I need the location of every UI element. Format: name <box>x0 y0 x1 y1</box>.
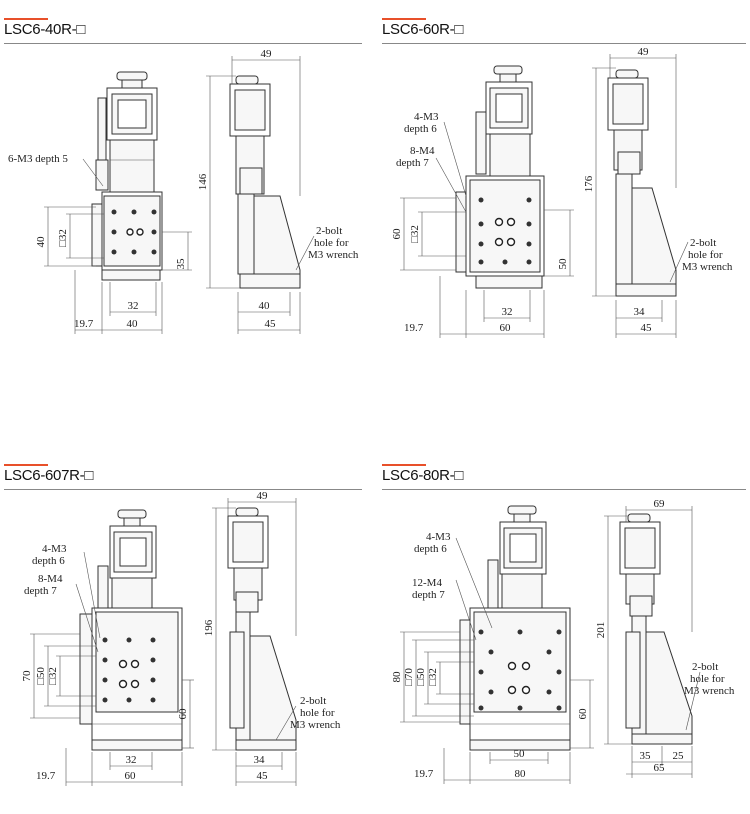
panel-title-lsc6-80r: LSC6-80R-□ <box>382 467 464 484</box>
dim-label: 65 <box>654 762 666 774</box>
dim-label: □70 <box>403 668 415 686</box>
side-view-lsc6-60r <box>592 54 689 338</box>
title-accent <box>382 464 426 466</box>
panel-title-lsc6-40r: LSC6-40R-□ <box>4 21 86 38</box>
bolt-note: hole for <box>690 673 725 685</box>
dim-label: 35 <box>175 258 187 270</box>
dim-label: 45 <box>641 322 653 334</box>
holes-note: depth 6 <box>404 123 437 135</box>
bolt-note: M3 wrench <box>290 719 341 731</box>
bolt-note: M3 wrench <box>682 261 733 273</box>
dim-label: 49 <box>261 48 273 60</box>
title-rule <box>4 43 362 44</box>
holes-note: 12-M4 <box>412 577 442 589</box>
dim-label: 40 <box>127 318 139 330</box>
dim-label: □32 <box>57 229 69 247</box>
dim-label: □50 <box>35 667 47 685</box>
dim-label: 60 <box>500 322 512 334</box>
dim-label: 32 <box>126 754 137 766</box>
dim-label: 19.7 <box>36 770 56 782</box>
bolt-note: hole for <box>314 237 349 249</box>
dim-label: 80 <box>515 768 527 780</box>
dim-label: 60 <box>177 708 189 720</box>
dim-label: □32 <box>47 667 59 685</box>
bolt-note: 2-bolt <box>690 237 716 249</box>
title-accent <box>382 18 426 20</box>
bolt-note: M3 wrench <box>684 685 735 697</box>
holes-note: 8-M4 <box>38 573 63 585</box>
dim-label: 201 <box>595 622 607 639</box>
dim-label: 50 <box>557 258 569 270</box>
holes-note: 8-M4 <box>410 145 435 157</box>
dim-label: 196 <box>203 619 215 636</box>
dim-label: 45 <box>257 770 269 782</box>
dim-label: 19.7 <box>74 318 94 330</box>
holes-note: depth 7 <box>24 585 57 597</box>
holes-note: depth 7 <box>412 589 445 601</box>
side-view-lsc6-40r <box>206 56 315 334</box>
dim-label: 32 <box>128 300 139 312</box>
side-view-lsc6-80r <box>604 506 701 778</box>
bolt-note: hole for <box>688 249 723 261</box>
dim-label: 45 <box>265 318 277 330</box>
holes-note: depth 6 <box>414 543 447 555</box>
dim-label: 25 <box>673 750 685 762</box>
front-view-lsc6-80r <box>400 505 594 784</box>
title-rule <box>382 489 746 490</box>
dim-label: 34 <box>634 306 646 318</box>
dim-label: 35 <box>640 750 652 762</box>
dim-label: 80 <box>391 671 403 683</box>
dim-label: 70 <box>21 670 33 682</box>
dim-label: 60 <box>577 708 589 720</box>
holes-note: depth 6 <box>32 555 65 567</box>
dim-label: □32 <box>409 225 421 243</box>
title-accent <box>4 464 48 466</box>
dim-label: 50 <box>514 748 526 760</box>
dim-label: 49 <box>257 490 269 502</box>
dim-label: 60 <box>125 770 137 782</box>
dim-label: 19.7 <box>404 322 424 334</box>
dim-label: 34 <box>254 754 266 766</box>
holes-note: 4-M3 <box>42 543 67 555</box>
title-rule <box>4 489 362 490</box>
front-view-lsc6-60r <box>400 65 574 338</box>
bolt-note: 2-bolt <box>316 225 342 237</box>
front-view-lsc6-607r <box>30 509 194 786</box>
panel-title-lsc6-60r: LSC6-60R-□ <box>382 21 464 38</box>
dim-label: 40 <box>35 236 47 248</box>
dim-label: 40 <box>259 300 271 312</box>
dim-label: 69 <box>654 498 666 510</box>
dim-label: 146 <box>197 173 209 190</box>
bolt-note: 2-bolt <box>692 661 718 673</box>
panel-title-lsc6-607r: LSC6-607R-□ <box>4 467 94 484</box>
dim-label: 176 <box>583 175 595 192</box>
bolt-note: 2-bolt <box>300 695 326 707</box>
front-view-lsc6-40r <box>44 71 192 334</box>
title-rule <box>382 43 746 44</box>
holes-note: depth 7 <box>396 157 429 169</box>
holes-note: 4-M3 <box>426 531 451 543</box>
dim-label: 32 <box>502 306 513 318</box>
dim-label: □50 <box>415 668 427 686</box>
dim-label: 19.7 <box>414 768 434 780</box>
dim-label: □32 <box>427 668 439 686</box>
title-accent <box>4 18 48 20</box>
holes-note: 6-M3 depth 5 <box>8 153 68 165</box>
dim-label: 49 <box>638 46 650 58</box>
side-view-lsc6-607r <box>212 498 297 786</box>
dim-label: 60 <box>391 228 403 240</box>
holes-note: 4-M3 <box>414 111 439 123</box>
bolt-note: M3 wrench <box>308 249 359 261</box>
bolt-note: hole for <box>300 707 335 719</box>
